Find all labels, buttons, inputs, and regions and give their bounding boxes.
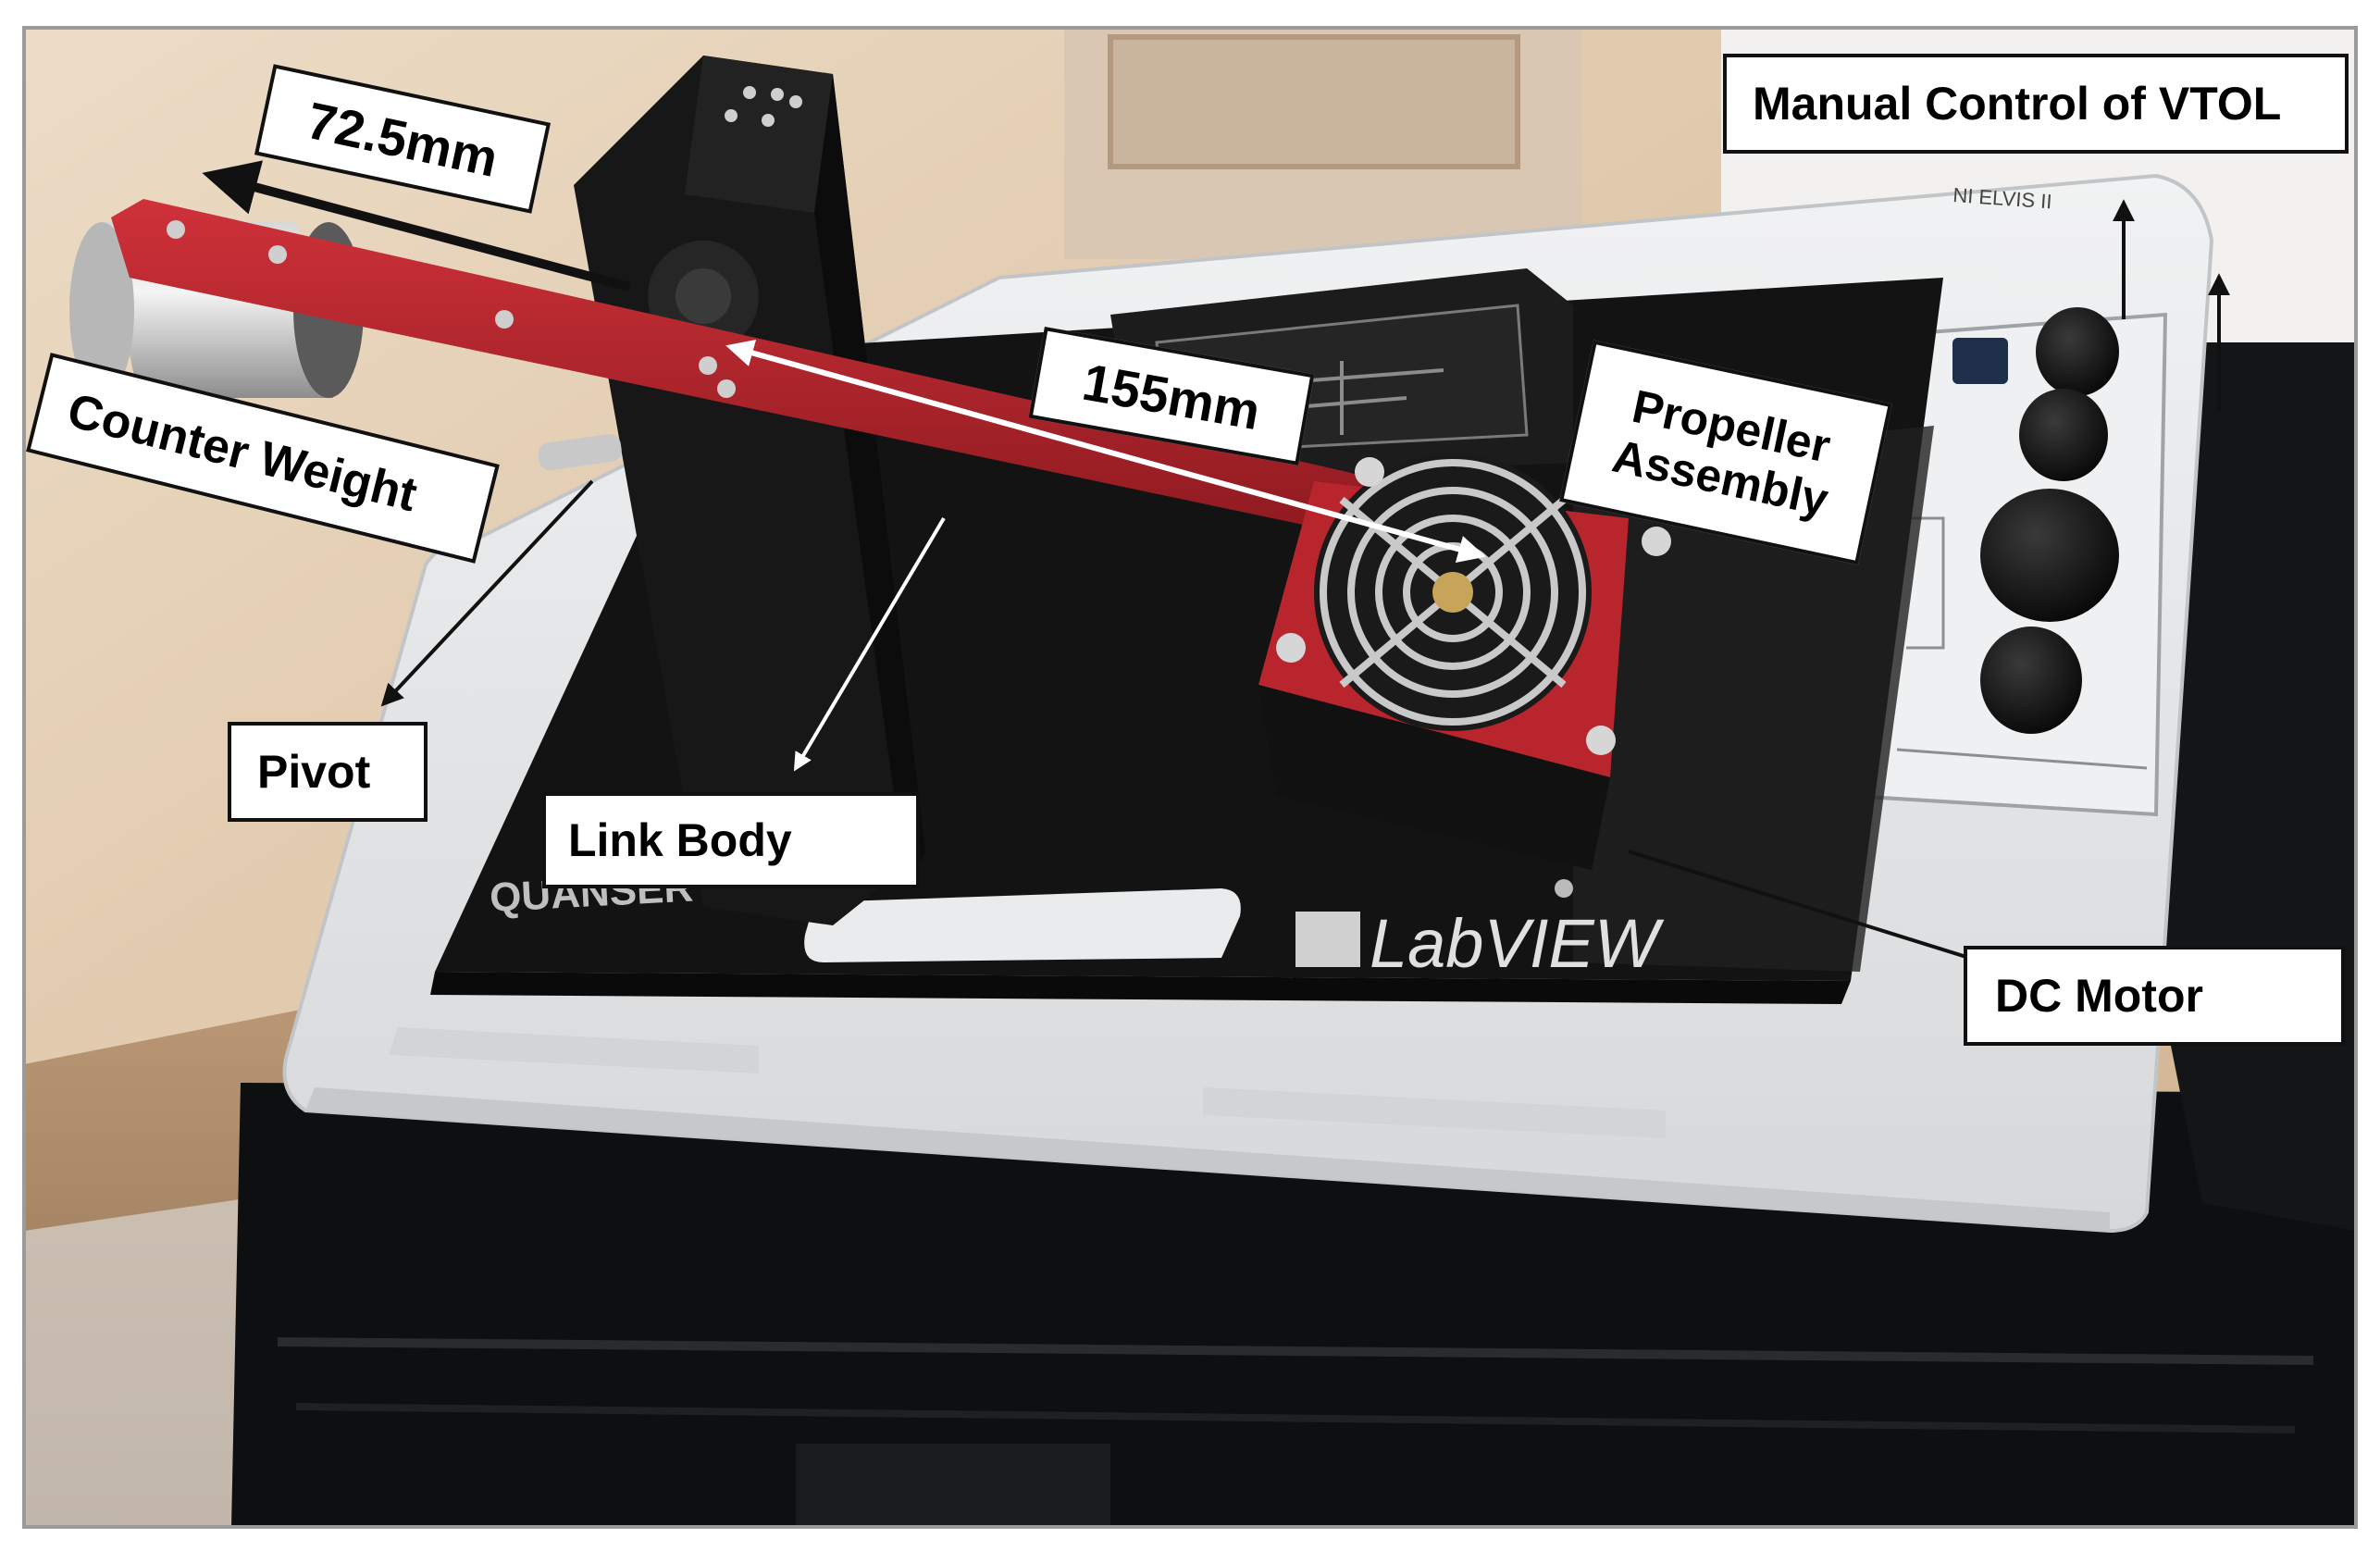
- dimension-arrows: [202, 160, 1486, 564]
- label-link-body: Link Body: [542, 792, 920, 888]
- pivot-pointer-arrow: [380, 479, 594, 707]
- label-dim-155mm-text: 155mm: [1078, 352, 1265, 440]
- knob-icon: [1980, 627, 2082, 734]
- motor-screw: [1555, 879, 1573, 898]
- labview-logo-text: LabVIEW: [1370, 905, 1665, 982]
- label-pivot: Pivot: [228, 722, 428, 822]
- knob-icon: [2019, 389, 2108, 481]
- pivot-shaft: [538, 434, 622, 471]
- carpet: [24, 1194, 278, 1527]
- dc-motor-pointer-arrow: [1628, 850, 2003, 973]
- dim-72mm-arrow: [202, 160, 631, 292]
- callout-arrows: [380, 199, 2230, 973]
- dim-155mm-arrow: [725, 339, 1486, 564]
- label-dc-motor-text: DC Motor: [1995, 970, 2203, 1022]
- label-manual-control-text: Manual Control of VTOL: [1753, 78, 2282, 130]
- knob-icon: [1980, 489, 2119, 622]
- power-indicator-icon: [1952, 338, 2008, 384]
- label-pivot-text: Pivot: [257, 746, 371, 798]
- label-dc-motor: DC Motor: [1964, 946, 2345, 1046]
- door-panel: [1064, 28, 1582, 259]
- link-body-pointer-arrow: [793, 516, 946, 772]
- label-manual-control: Manual Control of VTOL: [1723, 54, 2349, 154]
- qr-code-icon: [1295, 912, 1360, 967]
- knob-icon: [2036, 307, 2119, 396]
- label-link-body-text: Link Body: [568, 814, 792, 866]
